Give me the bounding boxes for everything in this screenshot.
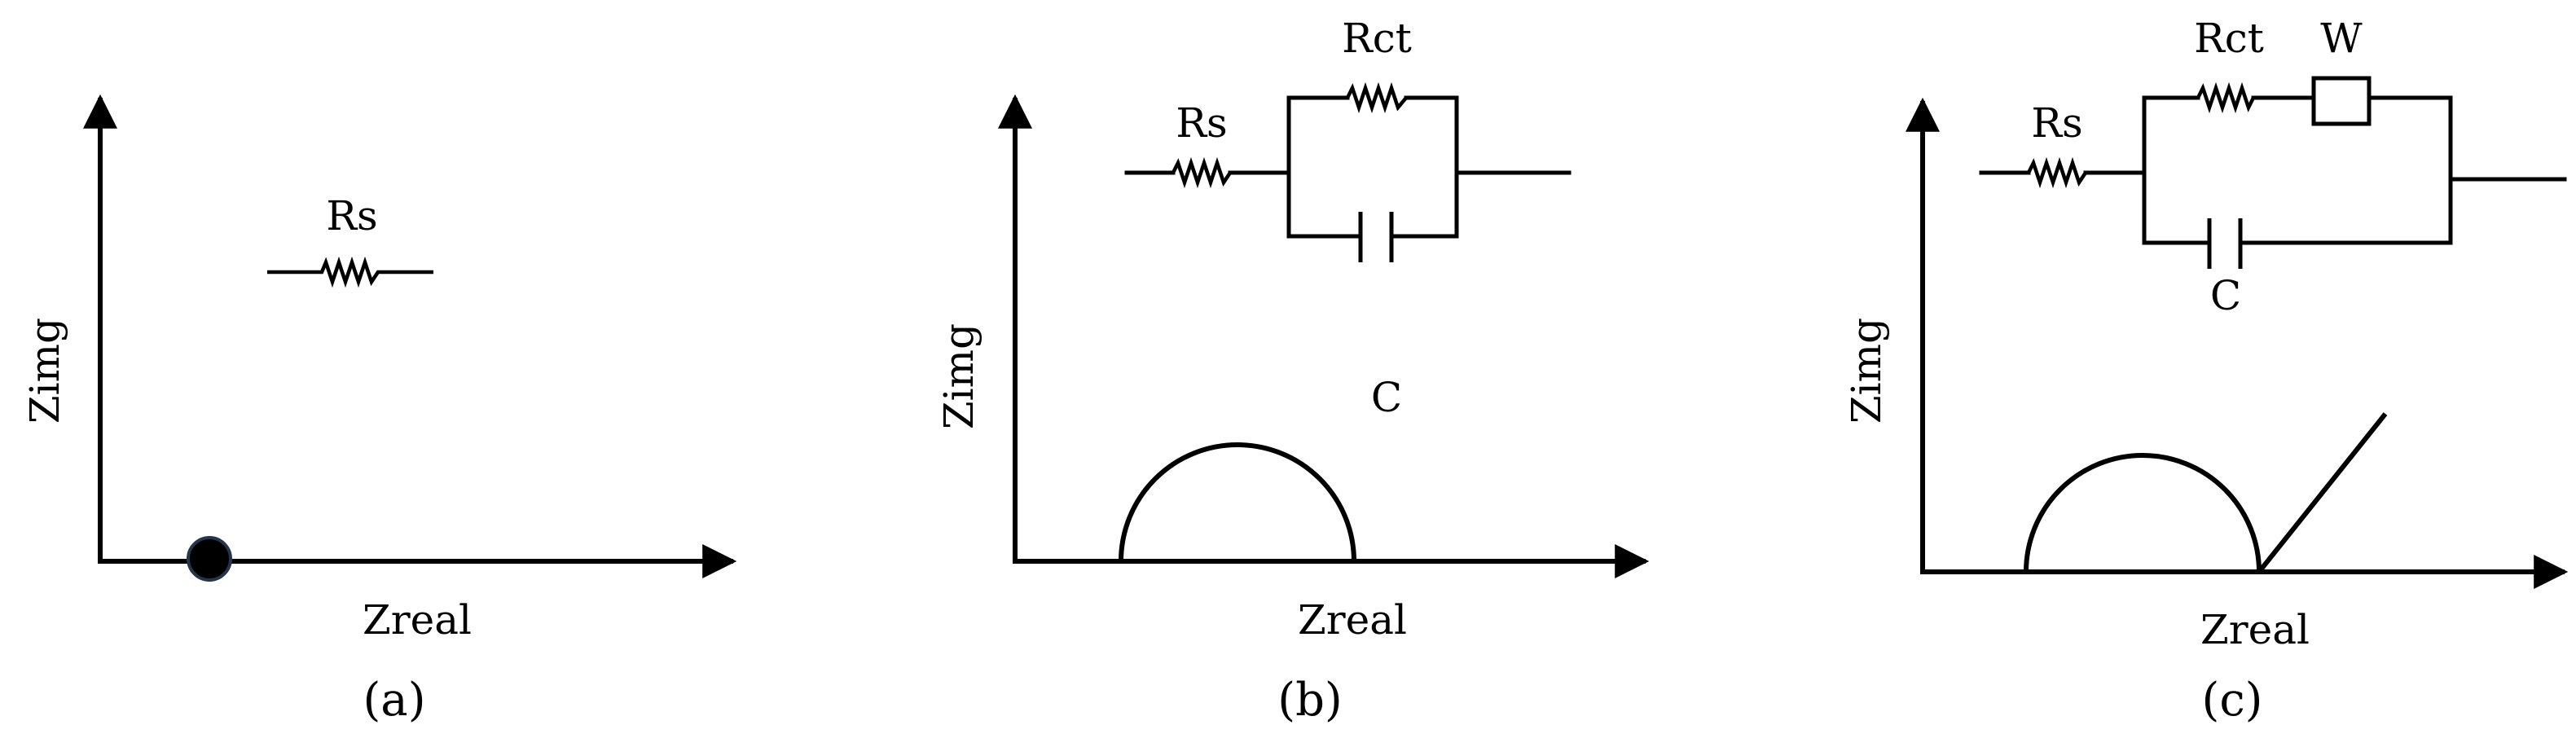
panel-b-x-axis-label: Zreal bbox=[1298, 596, 1407, 644]
panel-c: Rs Rct W C Zimg Zreal (c) bbox=[1843, 15, 2569, 727]
panel-a-caption: (a) bbox=[363, 674, 425, 727]
panel-b-junction-wire-left bbox=[1228, 95, 1291, 239]
panel-a-y-axis-label: Zimg bbox=[21, 318, 68, 424]
panel-b-circuit: Rs Rct C bbox=[1124, 15, 1572, 421]
panel-c-rct-label: Rct bbox=[2194, 15, 2264, 62]
panel-a-rs-intercept-point bbox=[187, 536, 232, 582]
panel-a-x-axis-label: Zreal bbox=[363, 596, 472, 644]
panel-b-junction-wire-right bbox=[1454, 95, 1572, 239]
panel-b-semicircle-arc bbox=[1119, 442, 1356, 562]
panel-c-w-label: W bbox=[2320, 15, 2363, 62]
panel-c-rct-resistor bbox=[2196, 81, 2256, 114]
panel-b-caption: (b) bbox=[1277, 674, 1343, 727]
panel-a-circuit: Rs bbox=[267, 192, 433, 288]
panel-c-junction-wire-right bbox=[2448, 95, 2567, 245]
panel-c-y-axis-label: Zimg bbox=[1843, 318, 1890, 424]
panel-c-rs-label: Rs bbox=[2031, 99, 2082, 147]
panel-c-c-label: C bbox=[2210, 272, 2241, 319]
panel-c-warburg-element bbox=[2311, 76, 2372, 126]
panel-b-rs-label: Rs bbox=[1176, 99, 1227, 147]
panel-c-semicircle-arc bbox=[2024, 453, 2262, 573]
panel-c-junction-wire-left bbox=[2083, 95, 2147, 245]
panel-b-rct-label: Rct bbox=[1342, 15, 1412, 62]
panel-b-y-axis-label: Zimg bbox=[935, 323, 982, 429]
panel-c-circuit: Rs Rct W C bbox=[1979, 15, 2567, 319]
panel-b-c-label: C bbox=[1371, 374, 1402, 421]
panel-b-rs-resistor bbox=[1171, 156, 1232, 189]
panel-c-x-axis-label: Zreal bbox=[2200, 606, 2310, 653]
panel-a-rs-resistor bbox=[267, 256, 433, 288]
panel-c-warburg-tail bbox=[2257, 412, 2388, 573]
panel-b: Rs Rct C Zimg Zreal (b) bbox=[935, 15, 1650, 727]
panel-a-rs-label: Rs bbox=[326, 192, 377, 239]
panel-c-caption: (c) bbox=[2201, 674, 2262, 727]
panel-a: Rs Zimg Zreal (a) bbox=[21, 94, 737, 727]
panel-b-rct-resistor bbox=[1345, 81, 1408, 114]
panel-c-rs-resistor bbox=[2026, 156, 2087, 189]
